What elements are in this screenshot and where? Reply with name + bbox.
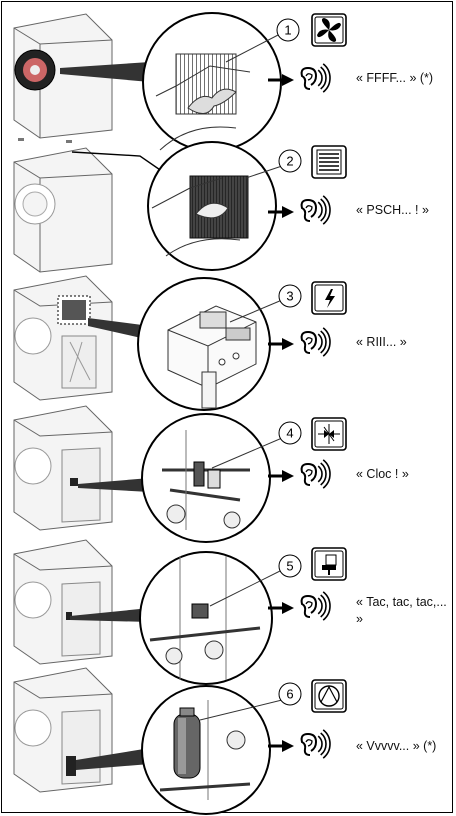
sound-label-2: « PSCH... ! » [356, 203, 429, 217]
zoom-circle [147, 141, 277, 271]
outdoor-unit-drawing [13, 405, 113, 531]
ear-sound-icon [300, 591, 331, 621]
callout-number-6: 6 [278, 682, 302, 706]
outdoor-unit-drawing [13, 13, 113, 143]
outdoor-unit-drawing [13, 539, 113, 665]
callout-line [199, 699, 283, 721]
leader-wedge [78, 478, 150, 492]
svg-text:3: 3 [286, 289, 293, 304]
callout-number-2: 2 [278, 149, 302, 173]
ear-sound-icon [300, 459, 331, 489]
callout-line [229, 299, 283, 323]
zoom-circle [142, 12, 282, 152]
callout-line [211, 437, 283, 469]
arrow-right-icon [268, 470, 294, 482]
leader-line [71, 151, 167, 175]
fan-icon [311, 13, 347, 47]
zoom-circle [139, 551, 273, 685]
svg-text:2: 2 [286, 154, 293, 169]
arrow-right-icon [268, 602, 294, 614]
zoom-circle [141, 685, 271, 815]
arrow-right-icon [268, 338, 294, 350]
callout-line [225, 33, 281, 63]
leader-wedge [88, 318, 150, 340]
callout-number-1: 1 [276, 18, 300, 42]
sound-label-6: « Vvvvv... » (*) [356, 739, 437, 753]
row-5-four-way-valve: 5 [13, 539, 347, 685]
callout-number-4: 4 [278, 421, 302, 445]
leader-wedge [70, 608, 150, 622]
ear-sound-icon [300, 729, 331, 759]
outdoor-unit-drawing [13, 667, 113, 793]
lightning-icon [311, 281, 347, 315]
callout-number-3: 3 [278, 284, 302, 308]
sound-label-4: « Cloc ! » [356, 467, 409, 481]
outdoor-unit-drawing [13, 147, 113, 273]
zoom-circle [137, 277, 271, 411]
valve-icon [311, 547, 347, 581]
svg-text:5: 5 [286, 559, 293, 574]
row-3-electrical-box: 3 [13, 275, 347, 411]
ear-sound-icon [300, 195, 331, 225]
ear-sound-icon [300, 63, 331, 93]
sound-label-1: « FFFF... » (*) [356, 71, 434, 85]
callout-line [245, 165, 283, 179]
leader-wedge [60, 62, 150, 82]
outdoor-unit-drawing [13, 275, 113, 401]
sound-label-3: « RIII... » [356, 335, 407, 349]
callout-line [209, 569, 283, 607]
svg-text:1: 1 [284, 23, 291, 38]
leader-wedge [76, 748, 150, 770]
evaporator-grille-icon [311, 145, 347, 179]
arrow-right-icon [268, 740, 294, 752]
zoom-circle [141, 413, 271, 543]
row-1-fan: 1 [13, 12, 347, 152]
arrow-right-icon [268, 206, 294, 218]
sound-indicators [268, 63, 331, 759]
row-2-evaporator: 2 [13, 141, 347, 273]
sound-label-5: « Tac, tac, tac,... » [356, 595, 447, 626]
svg-text:4: 4 [286, 426, 293, 441]
expansion-valve-icon [311, 417, 347, 451]
row-6-compressor: 6 [13, 667, 347, 815]
compressor-icon [311, 679, 347, 713]
callout-number-5: 5 [278, 554, 302, 578]
row-4-expansion-valve: 4 [13, 405, 347, 543]
arrow-right-icon [268, 74, 294, 86]
svg-text:6: 6 [286, 687, 293, 702]
ear-sound-icon [300, 327, 331, 357]
